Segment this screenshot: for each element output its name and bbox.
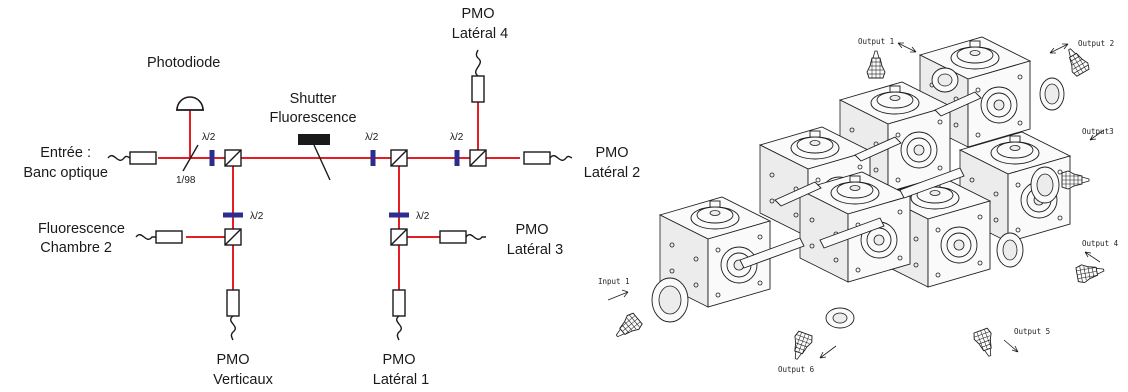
- pbs-cube-1: [224, 149, 242, 167]
- fiber-fluorescence: [135, 230, 183, 244]
- fiber-pmo-verticaux: [226, 289, 240, 341]
- direction-arrows: [607, 42, 1105, 359]
- label-output-3: Output3: [1082, 127, 1114, 136]
- label-photodiode: Photodiode: [147, 55, 220, 71]
- pickoff-plate: [182, 144, 199, 172]
- fiber-pmo-lateral-2: [523, 151, 573, 165]
- label-pmo-lateral-1a: PMO: [382, 352, 415, 368]
- fiber-connector: [1075, 260, 1106, 285]
- label-pmo-lateral-4b: Latéral 4: [452, 26, 508, 42]
- fiber-connector: [610, 311, 644, 344]
- label-split-ratio: 1/98: [176, 175, 196, 186]
- fiber-connector: [866, 50, 886, 79]
- shutter-icon: [298, 134, 331, 181]
- fiber-connector: [971, 327, 999, 360]
- label-shutter-1: Shutter: [290, 91, 337, 107]
- connecting-tubes: [739, 91, 982, 269]
- label-pmo-lateral-2a: PMO: [595, 145, 628, 161]
- laser-beams: [158, 102, 520, 290]
- photodiode-icon: [176, 96, 204, 111]
- label-shutter-2: Fluorescence: [269, 110, 356, 126]
- label-output-1: Output 1: [858, 37, 894, 46]
- waveplate-4: [223, 212, 243, 218]
- fiber-pmo-lateral-3: [439, 230, 486, 244]
- label-output-4: Output 4: [1082, 239, 1119, 248]
- fiber-connector: [1061, 44, 1092, 78]
- label-pmo-lateral-1b: Latéral 1: [373, 372, 429, 388]
- label-fluorescence-2: Chambre 2: [40, 240, 112, 256]
- waveplate-1: [209, 150, 215, 166]
- label-pmo-lateral-3a: PMO: [515, 222, 548, 238]
- fiber-pmo-lateral-1: [392, 289, 406, 341]
- label-pmo-lateral-2b: Latéral 2: [584, 165, 640, 181]
- optical-schematic: Photodiode Entrée : Banc optique 1/98 Sh…: [23, 6, 640, 388]
- label-half-wave-2: λ/2: [365, 132, 379, 143]
- label-entree-2: Banc optique: [23, 165, 108, 181]
- label-pmo-verticaux-2: Verticaux: [213, 372, 273, 388]
- mechanical-assembly: Output 1 Output 2 Output3 Output 4 Outpu…: [598, 36, 1119, 374]
- label-input-1: Input 1: [598, 277, 630, 286]
- label-output-5: Output 5: [1014, 327, 1050, 336]
- label-half-wave-1: λ/2: [202, 132, 216, 143]
- pbs-cube-5: [390, 228, 408, 246]
- label-half-wave-3: λ/2: [450, 132, 464, 143]
- waveplate-2: [370, 150, 376, 166]
- fiber-connector: [787, 330, 815, 363]
- label-half-wave-5: λ/2: [416, 211, 430, 222]
- label-half-wave-4: λ/2: [250, 211, 264, 222]
- label-fluorescence-1: Fluorescence: [38, 221, 125, 237]
- label-entree-1: Entrée :: [40, 145, 91, 161]
- waveplate-5: [389, 212, 409, 218]
- waveplate-3: [454, 150, 460, 166]
- flanges: [651, 67, 1065, 329]
- label-pmo-lateral-3b: Latéral 3: [507, 242, 563, 258]
- pbs-cube-2: [390, 149, 408, 167]
- pbs-cube-3: [469, 149, 487, 167]
- label-pmo-lateral-4a: PMO: [461, 6, 494, 22]
- fiber-connector: [1061, 170, 1090, 190]
- label-output-2: Output 2: [1078, 39, 1114, 48]
- input-fiber: [107, 151, 157, 165]
- fiber-pmo-lateral-4: [471, 49, 485, 103]
- pbs-cube-4: [224, 228, 242, 246]
- label-output-6: Output 6: [778, 365, 815, 374]
- label-pmo-verticaux-1: PMO: [216, 352, 249, 368]
